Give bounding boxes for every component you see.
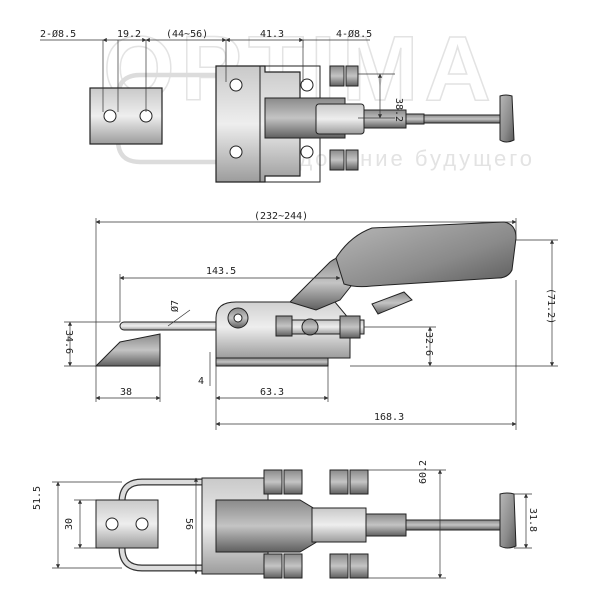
dim-bottom-30: 30 [64,518,75,530]
top-base-hole [229,78,243,92]
bottom-body [215,499,321,553]
dim-bottom-56: 56 [183,518,194,530]
side-safety-catch [371,291,413,315]
dim-side-71-2: (71.2) [545,288,556,324]
dim-side-overall: (232~244) [254,211,308,222]
top-t-handle-end [499,94,515,143]
top-dimensions [40,37,395,119]
side-dimensions [64,218,558,430]
bottom-hook-plate [95,499,159,549]
dim-side-34-6: 34.6 [63,330,74,354]
bottom-latch [311,507,367,543]
dim-top-41-3: 41.3 [260,29,284,40]
side-handle [335,221,517,288]
top-latch [315,103,365,135]
dim-side-143-5: 143.5 [206,266,236,277]
dim-top-19-2: 19.2 [117,29,141,40]
dim-side-168-3: 168.3 [374,412,404,423]
dim-side-d7: Ø7 [169,300,181,312]
dim-side-63-3: 63.3 [260,387,284,398]
dim-side-38: 38 [120,387,132,398]
top-t-handle-stem [423,114,503,124]
dim-bottom-31-8: 31.8 [527,508,538,532]
top-nuts [329,65,359,171]
side-hook-plate [94,333,161,367]
dim-top-44-56: (44~56) [166,29,208,40]
dim-side-4: 4 [198,376,204,387]
side-nut [275,315,293,337]
top-hook-hole [103,109,117,123]
top-base-hole [300,145,314,159]
top-base-hole [229,145,243,159]
dim-bottom-51-5: 51.5 [32,486,43,510]
top-base-hole [300,78,314,92]
top-view: 2-Ø8.5 19.2 (44~56) 41.3 4-Ø8.5 38.2 [40,28,515,183]
bottom-nuts [263,469,369,579]
dim-bottom-60-2: 60.2 [418,460,429,484]
dim-top-38-2: 38.2 [393,98,404,122]
side-base [215,357,329,367]
bottom-t-handle-end [499,492,517,549]
dim-top-holes-left: 2-Ø8.5 [40,28,76,40]
dim-top-holes-right: 4-Ø8.5 [336,28,372,40]
bottom-view: 51.5 30 56 60.2 31.8 [32,460,538,579]
bottom-t-handle-stem [405,519,503,531]
watermark: OPTIMA оборудование будущего [102,17,532,171]
side-view: (232~244) 143.5 Ø7 34.6 38 4 63.3 32.6 (… [63,211,558,430]
dim-side-32-6: 32.6 [423,332,434,356]
bottom-dimensions [52,469,532,579]
